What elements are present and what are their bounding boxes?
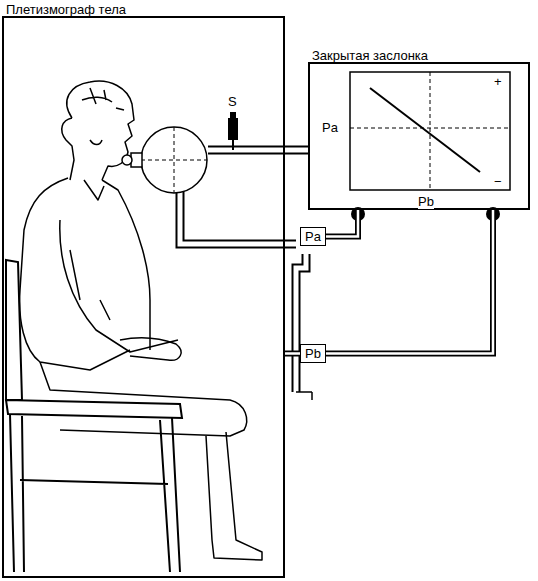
- tube-connector: [326, 210, 493, 354]
- seated-person: [20, 81, 262, 560]
- sign-label: −: [494, 174, 502, 189]
- transducer-box: Pb: [300, 344, 326, 363]
- tube-inner: [285, 352, 300, 355]
- chair: [6, 260, 182, 572]
- valve-label: S: [228, 94, 237, 109]
- enclosure-box: Плетизмограф тела: [2, 16, 285, 578]
- mouthpiece-sphere: [131, 127, 207, 193]
- outlet-pipe: [296, 392, 312, 400]
- tube-inner: [326, 210, 493, 354]
- box-label: Pa: [305, 229, 321, 244]
- box-heading: Плетизмограф тела: [6, 2, 126, 17]
- transducer-box: Pa: [300, 227, 326, 246]
- axis-label: Pb: [418, 194, 434, 209]
- sign-label: +: [494, 74, 502, 89]
- tube-connector: [326, 210, 358, 237]
- tube-inner: [326, 210, 358, 237]
- shutter-valve: [228, 118, 238, 140]
- shutter-valve: [230, 112, 236, 119]
- box-heading: Закрытая заслонка: [312, 48, 428, 63]
- box-label: Pb: [305, 346, 321, 361]
- axis-label: Pa: [322, 120, 338, 135]
- tube-connector: [285, 351, 300, 357]
- oscilloscope-screen: [350, 72, 510, 190]
